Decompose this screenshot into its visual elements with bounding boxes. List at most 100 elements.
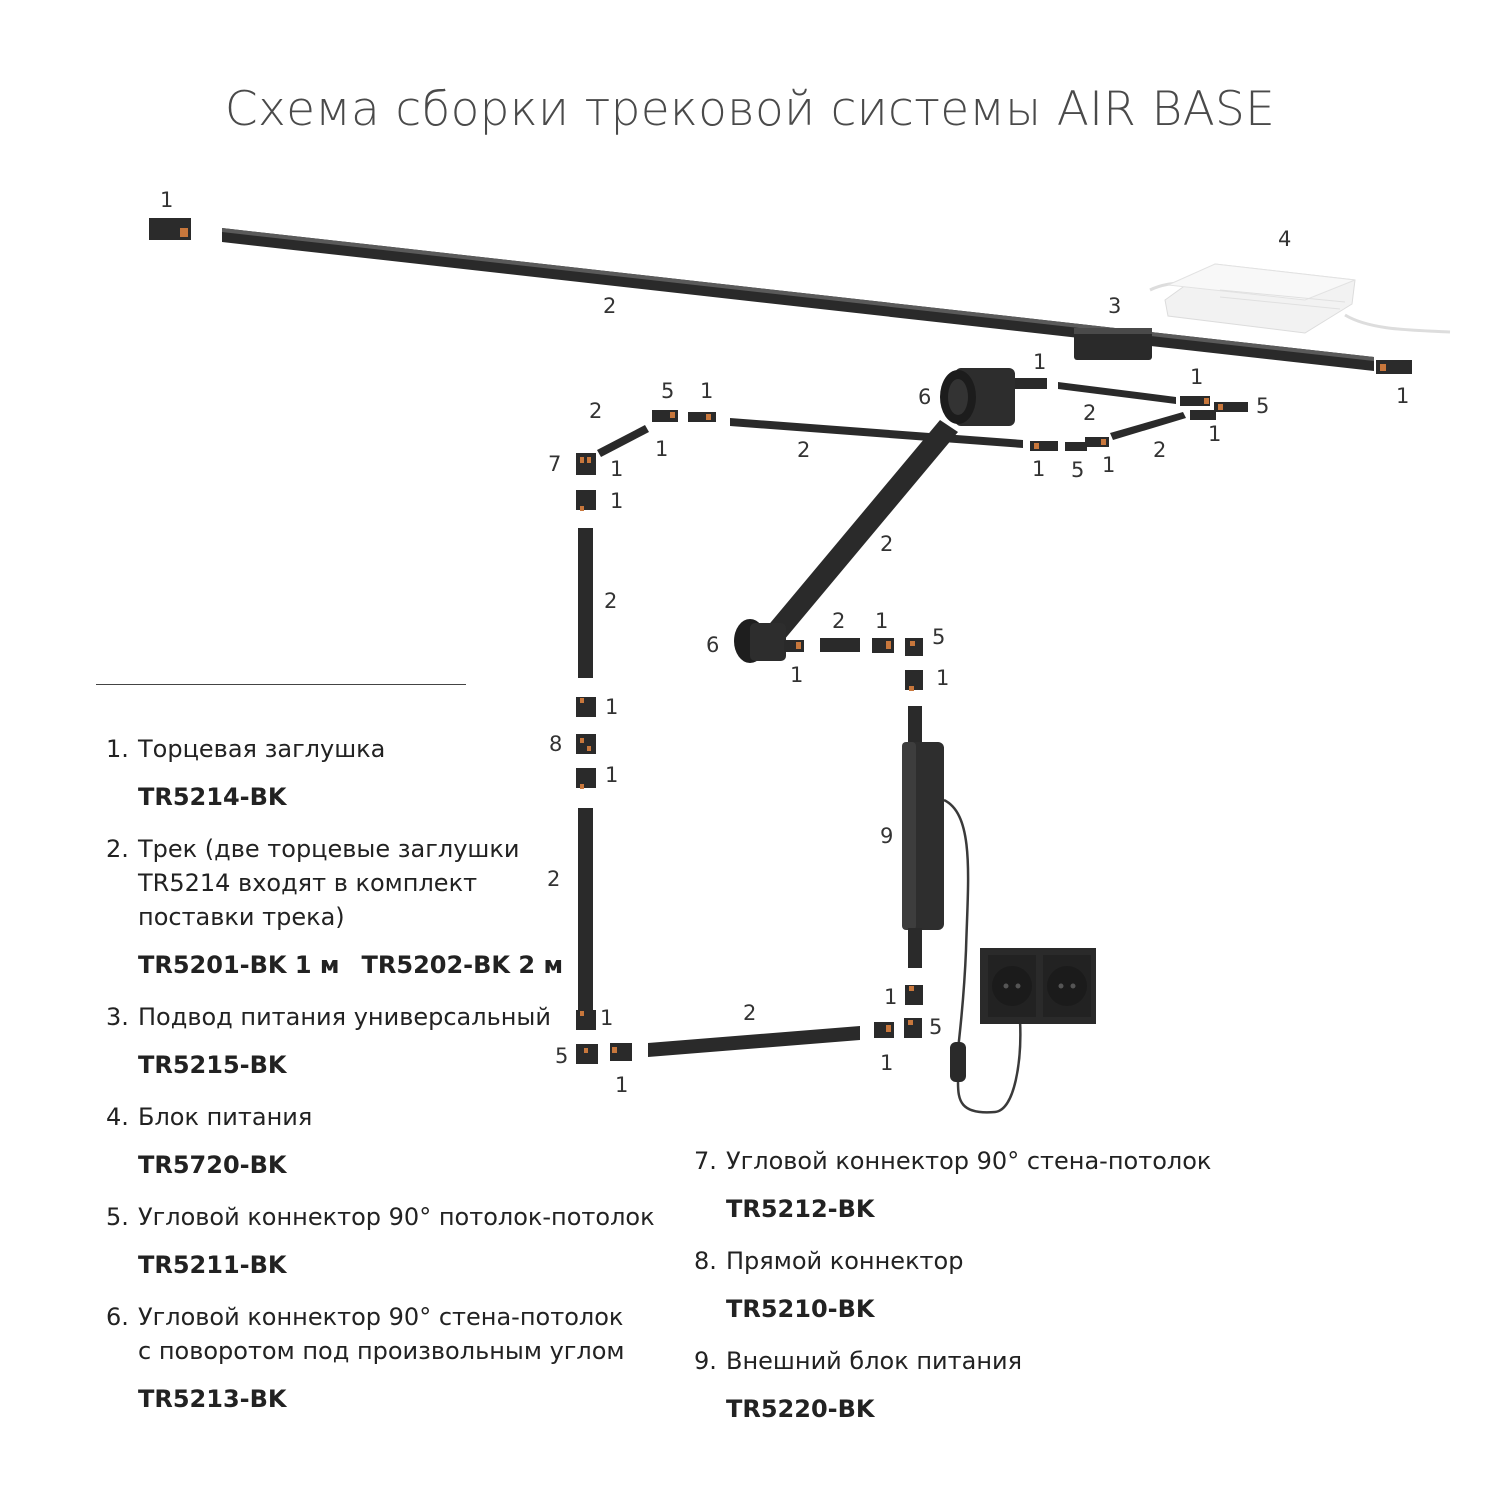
swivel-connector-upper <box>940 368 1015 426</box>
callout-power-supply: 4 <box>1278 227 1291 251</box>
upper-small-parts <box>652 378 1248 451</box>
end-cap-top-left <box>149 218 191 240</box>
legend-item-article-code: TR5213-BK <box>138 1385 287 1413</box>
callout-end-cap: 1 <box>605 763 618 787</box>
end-cap-top-right <box>1376 360 1412 374</box>
legend-item-number: 2. <box>106 835 129 863</box>
upper-track-right-front <box>1110 412 1186 440</box>
callout-track: 2 <box>1153 438 1166 462</box>
legend-item-article-code: TR5720-BK <box>138 1151 287 1179</box>
legend-item-article-codes: TR5210-BK <box>726 1292 1244 1326</box>
legend-item-article-codes: TR5213-BK <box>138 1382 656 1416</box>
left-column-parts <box>576 490 632 1064</box>
callout-end-cap: 1 <box>884 985 897 1009</box>
legend-item-number: 8. <box>694 1247 717 1275</box>
bottom-track <box>648 1026 860 1057</box>
legend-item-article-code: TR5215-BK <box>138 1051 287 1079</box>
legend-item-article-code: TR5220-BK <box>726 1395 875 1423</box>
legend-item-description: Прямой коннектор <box>726 1247 964 1275</box>
legend-item-description: Угловой коннектор 90° стена-потолок <box>726 1147 1212 1175</box>
callout-end-cap: 1 <box>936 666 949 690</box>
legend-item-description: с поворотом под произвольным углом <box>138 1337 625 1365</box>
callout-track: 2 <box>589 399 602 423</box>
callout-corner-ceiling: 5 <box>1071 458 1084 482</box>
legend-item-article-codes: TR5215-BK <box>138 1048 656 1082</box>
callout-track: 2 <box>743 1001 756 1025</box>
legend-item-article-codes: TR5212-BK <box>726 1192 1244 1226</box>
callout-end-cap: 1 <box>1396 384 1409 408</box>
legend-item-number: 3. <box>106 1003 129 1031</box>
legend-item-article-code: TR5214-BK <box>138 783 287 811</box>
legend-item-description: TR5214 входят в комплект <box>138 869 478 897</box>
callout-corner-ceiling: 5 <box>929 1015 942 1039</box>
upper-track-left-diag <box>597 425 649 457</box>
callout-corner-ceiling: 5 <box>555 1044 568 1068</box>
callout-end-cap: 1 <box>1102 453 1115 477</box>
upper-track-right-back <box>1058 382 1176 404</box>
legend-item-article-codes: TR5720-BK <box>138 1148 656 1182</box>
page-title: Схема сборки трековой системы AIR BASE <box>224 82 1276 137</box>
callout-track: 2 <box>1083 401 1096 425</box>
legend-item-number: 5. <box>106 1203 129 1231</box>
callout-external-psu: 9 <box>880 824 893 848</box>
callout-end-cap: 1 <box>790 663 803 687</box>
legend-item-article-codes: TR5214-BK <box>138 780 656 814</box>
callout-end-cap: 1 <box>605 695 618 719</box>
external-power-supply <box>902 670 1022 1114</box>
legend-item-description: Угловой коннектор 90° потолок-потолок <box>138 1203 655 1231</box>
legend-item-number: 1. <box>106 735 129 763</box>
legend-divider <box>96 684 466 685</box>
legend-item-description: поставки трека) <box>138 903 345 931</box>
callout-straight-connector: 8 <box>549 732 562 756</box>
mid-connector-row <box>784 638 923 656</box>
callout-end-cap: 1 <box>1190 365 1203 389</box>
callout-end-cap: 1 <box>600 1006 613 1030</box>
legend-item-article-codes: TR5211-BK <box>138 1248 656 1282</box>
legend-item-article-code: TR5212-BK <box>726 1195 875 1223</box>
legend-item-number: 9. <box>694 1347 717 1375</box>
callout-end-cap: 1 <box>610 489 623 513</box>
callout-end-cap: 1 <box>700 379 713 403</box>
swivel-connector-lower <box>734 619 786 663</box>
wall-socket <box>980 948 1096 1024</box>
callout-end-cap: 1 <box>1032 457 1045 481</box>
callout-corner-ceiling: 5 <box>1256 394 1269 418</box>
power-supply-unit <box>1149 263 1451 334</box>
callout-end-cap: 1 <box>610 457 623 481</box>
legend-item-number: 7. <box>694 1147 717 1175</box>
legend-item-description: Блок питания <box>138 1103 313 1131</box>
callout-corner-ceiling: 5 <box>932 625 945 649</box>
callout-swivel: 6 <box>706 633 719 657</box>
legend-item-description: Внешний блок питания <box>726 1347 1023 1375</box>
callout-track: 2 <box>604 589 617 613</box>
callout-end-cap: 1 <box>615 1073 628 1097</box>
legend-item-article-code: TR5211-BK <box>138 1251 287 1279</box>
callout-swivel: 6 <box>918 385 931 409</box>
legend-item-description: Трек (две торцевые заглушки <box>138 835 520 863</box>
callout-track: 2 <box>547 867 560 891</box>
diagonal-track <box>766 420 958 640</box>
legend-item-article-code: TR5210-BK <box>726 1295 875 1323</box>
bottom-right-parts <box>874 985 923 1038</box>
power-feed-connector <box>1074 328 1152 360</box>
legend-item-description: Угловой коннектор 90° стена-потолок <box>138 1303 624 1331</box>
callout-end-cap: 1 <box>160 188 173 212</box>
legend-item-article-code: TR5202-BK 2 м <box>361 951 564 979</box>
callout-track: 2 <box>880 532 893 556</box>
corner-connector-7 <box>576 453 596 475</box>
callout-corner-ceiling: 5 <box>661 379 674 403</box>
legend-item-description: Торцевая заглушка <box>138 735 386 763</box>
legend-item-number: 6. <box>106 1303 129 1331</box>
callout-track: 2 <box>832 609 845 633</box>
callout-track: 2 <box>603 294 616 318</box>
